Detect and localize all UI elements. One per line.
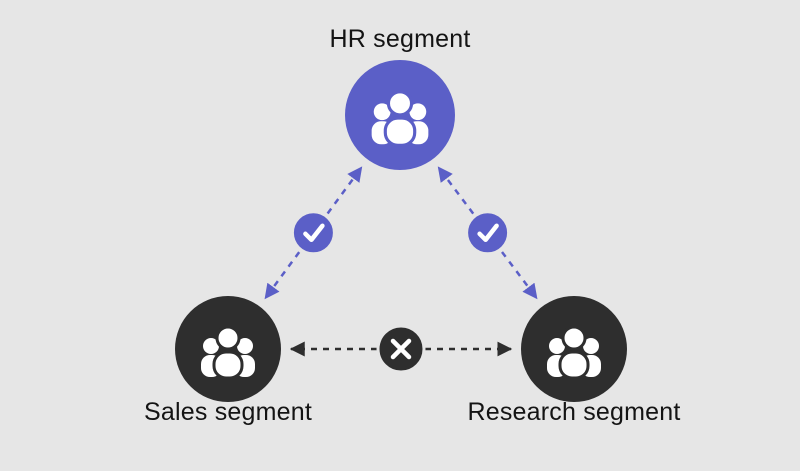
allowed-badge-circle: [290, 210, 336, 256]
checkmark-icon: [477, 223, 499, 243]
allowed-badge: [290, 210, 336, 256]
x-icon: [390, 338, 412, 360]
people-icon: [371, 90, 429, 147]
node-label-sales: Sales segment: [144, 398, 312, 426]
connection-sales-research: [289, 324, 513, 374]
node-label-research: Research segment: [467, 398, 681, 426]
allowed-badge: [465, 210, 511, 256]
people-icon: [201, 325, 255, 380]
blocked-badge: [376, 324, 426, 374]
node-hr: [345, 60, 455, 170]
node-label-hr: HR segment: [329, 25, 471, 53]
people-icon: [547, 325, 601, 380]
connection-hr-research: [437, 166, 538, 300]
connection-hr-sales: [264, 166, 363, 300]
allowed-badge-circle: [465, 210, 511, 256]
checkmark-icon: [303, 223, 325, 243]
node-research: [521, 296, 627, 402]
node-sales: [175, 296, 281, 402]
